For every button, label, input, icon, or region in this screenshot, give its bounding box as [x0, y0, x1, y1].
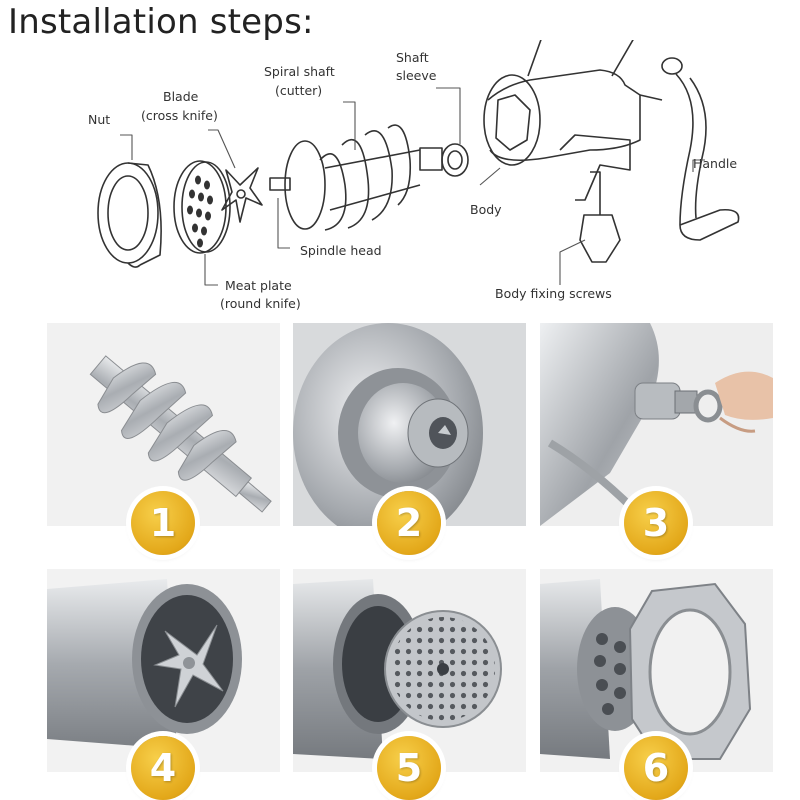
step-5-badge: 5	[377, 736, 441, 800]
label-body-fixing-screws: Body fixing screws	[495, 286, 612, 301]
meat-plate-part	[173, 160, 231, 254]
shaft-sleeve-part	[441, 143, 469, 177]
handle-part	[661, 57, 740, 241]
step-6-photo	[540, 569, 773, 772]
nut-part	[97, 162, 162, 268]
steps-grid: 1 2 3 4 5 6	[0, 318, 800, 800]
step-2-badge: 2	[377, 491, 441, 555]
label-blade: Blade	[163, 89, 199, 104]
page-title: Installation steps:	[8, 2, 314, 42]
exploded-diagram: Nut Blade (cross knife) Spiral shaft (cu…	[88, 40, 740, 311]
label-spindle-head: Spindle head	[300, 243, 382, 258]
spiral-shaft-part	[269, 124, 443, 231]
label-handle: Handle	[693, 156, 737, 171]
label-nut: Nut	[88, 112, 110, 127]
label-spiral-shaft-sub: (cutter)	[275, 83, 322, 98]
step-6-badge: 6	[624, 736, 688, 800]
step-1-badge: 1	[131, 491, 195, 555]
label-shaft-sleeve: Shaft	[396, 50, 429, 65]
step-4-badge: 4	[131, 736, 195, 800]
label-meat-plate-sub: (round knife)	[220, 296, 301, 311]
body-part	[483, 40, 663, 263]
label-shaft-sleeve-sub: sleeve	[396, 68, 437, 83]
step-3-badge: 3	[624, 491, 688, 555]
label-blade-sub: (cross knife)	[141, 108, 218, 123]
blade-part	[221, 167, 263, 223]
label-spiral-shaft: Spiral shaft	[264, 64, 335, 79]
label-body: Body	[470, 202, 502, 217]
label-meat-plate: Meat plate	[225, 278, 292, 293]
